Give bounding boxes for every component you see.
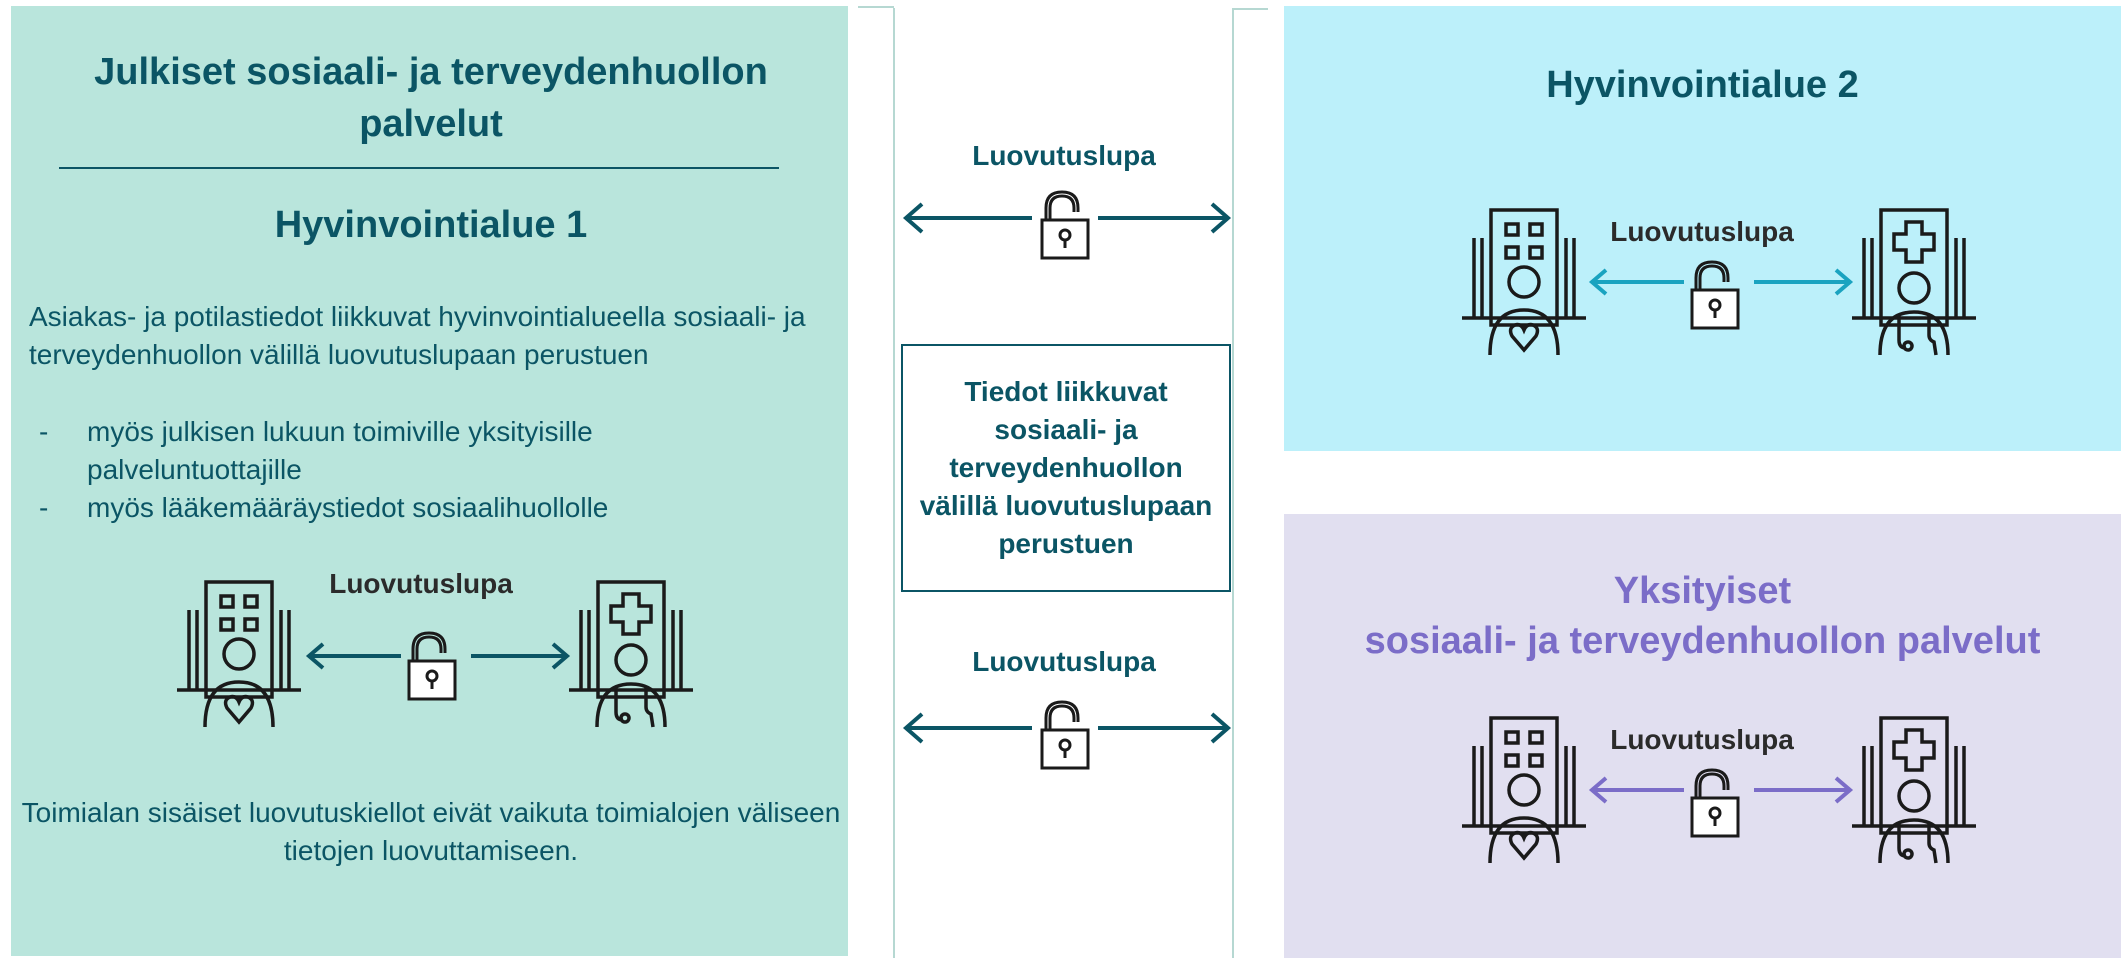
- social-care-building-icon: [1462, 716, 1586, 864]
- flow-label: Luovutuslupa: [972, 646, 1156, 677]
- double-arrow-icon: [305, 642, 571, 670]
- bullet-item: myös lääkemääräystiedot sosiaalihuolloll…: [87, 492, 609, 523]
- region-1-title: Hyvinvointialue 1: [274, 204, 588, 246]
- divider-line: [858, 6, 894, 8]
- info-box: Tiedot liikkuvat sosiaali- ja terveydenh…: [901, 344, 1231, 592]
- double-arrow-icon: [902, 712, 1232, 744]
- health-care-building-icon: [569, 580, 693, 728]
- unlocked-padlock-icon: [1040, 190, 1090, 260]
- social-care-building-icon: [1462, 208, 1586, 356]
- unlocked-padlock-icon: [407, 631, 457, 701]
- flow-label: Luovutuslupa: [972, 140, 1156, 171]
- unlocked-padlock-icon: [1690, 768, 1740, 838]
- flow-label: Luovutuslupa: [1610, 216, 1794, 247]
- footer-note: Toimialan sisäiset luovutuskiellot eivät…: [21, 797, 841, 866]
- double-arrow-icon: [902, 202, 1232, 234]
- bullet-item: myös julkisen lukuun toimiville yksityis…: [87, 416, 593, 485]
- panel-title: Julkiset sosiaali- ja terveydenhuollon p…: [94, 51, 768, 145]
- private-title: Yksityiset: [1613, 570, 1792, 612]
- divider-line: [1232, 8, 1234, 958]
- divider-line: [893, 8, 895, 958]
- region-2-panel: Hyvinvointialue 2 Luovutuslupa: [1284, 6, 2121, 451]
- flow-label: Luovutuslupa: [1610, 724, 1794, 755]
- flow-label: Luovutuslupa: [329, 568, 513, 599]
- health-care-building-icon: [1852, 716, 1976, 864]
- double-arrow-icon: [1588, 776, 1854, 804]
- health-care-building-icon: [1852, 208, 1976, 356]
- unlocked-padlock-icon: [1690, 260, 1740, 330]
- public-services-panel: Julkiset sosiaali- ja terveydenhuollon p…: [11, 6, 848, 956]
- title-divider: [59, 167, 779, 169]
- double-arrow-icon: [1588, 268, 1854, 296]
- info-text: Tiedot liikkuvat sosiaali- ja terveydenh…: [919, 376, 1213, 559]
- private-services-panel: Yksityiset sosiaali- ja terveydenhuollon…: [1284, 514, 2121, 958]
- divider-line: [1232, 8, 1268, 10]
- bullet-dash: -: [39, 416, 49, 447]
- private-title: sosiaali- ja terveydenhuollon palvelut: [1364, 620, 2041, 662]
- region-2-title: Hyvinvointialue 2: [1546, 64, 1859, 106]
- social-care-building-icon: [177, 580, 301, 728]
- description-text: Asiakas- ja potilastiedot liikkuvat hyvi…: [29, 301, 806, 370]
- bullet-dash: -: [39, 492, 49, 523]
- unlocked-padlock-icon: [1040, 700, 1090, 770]
